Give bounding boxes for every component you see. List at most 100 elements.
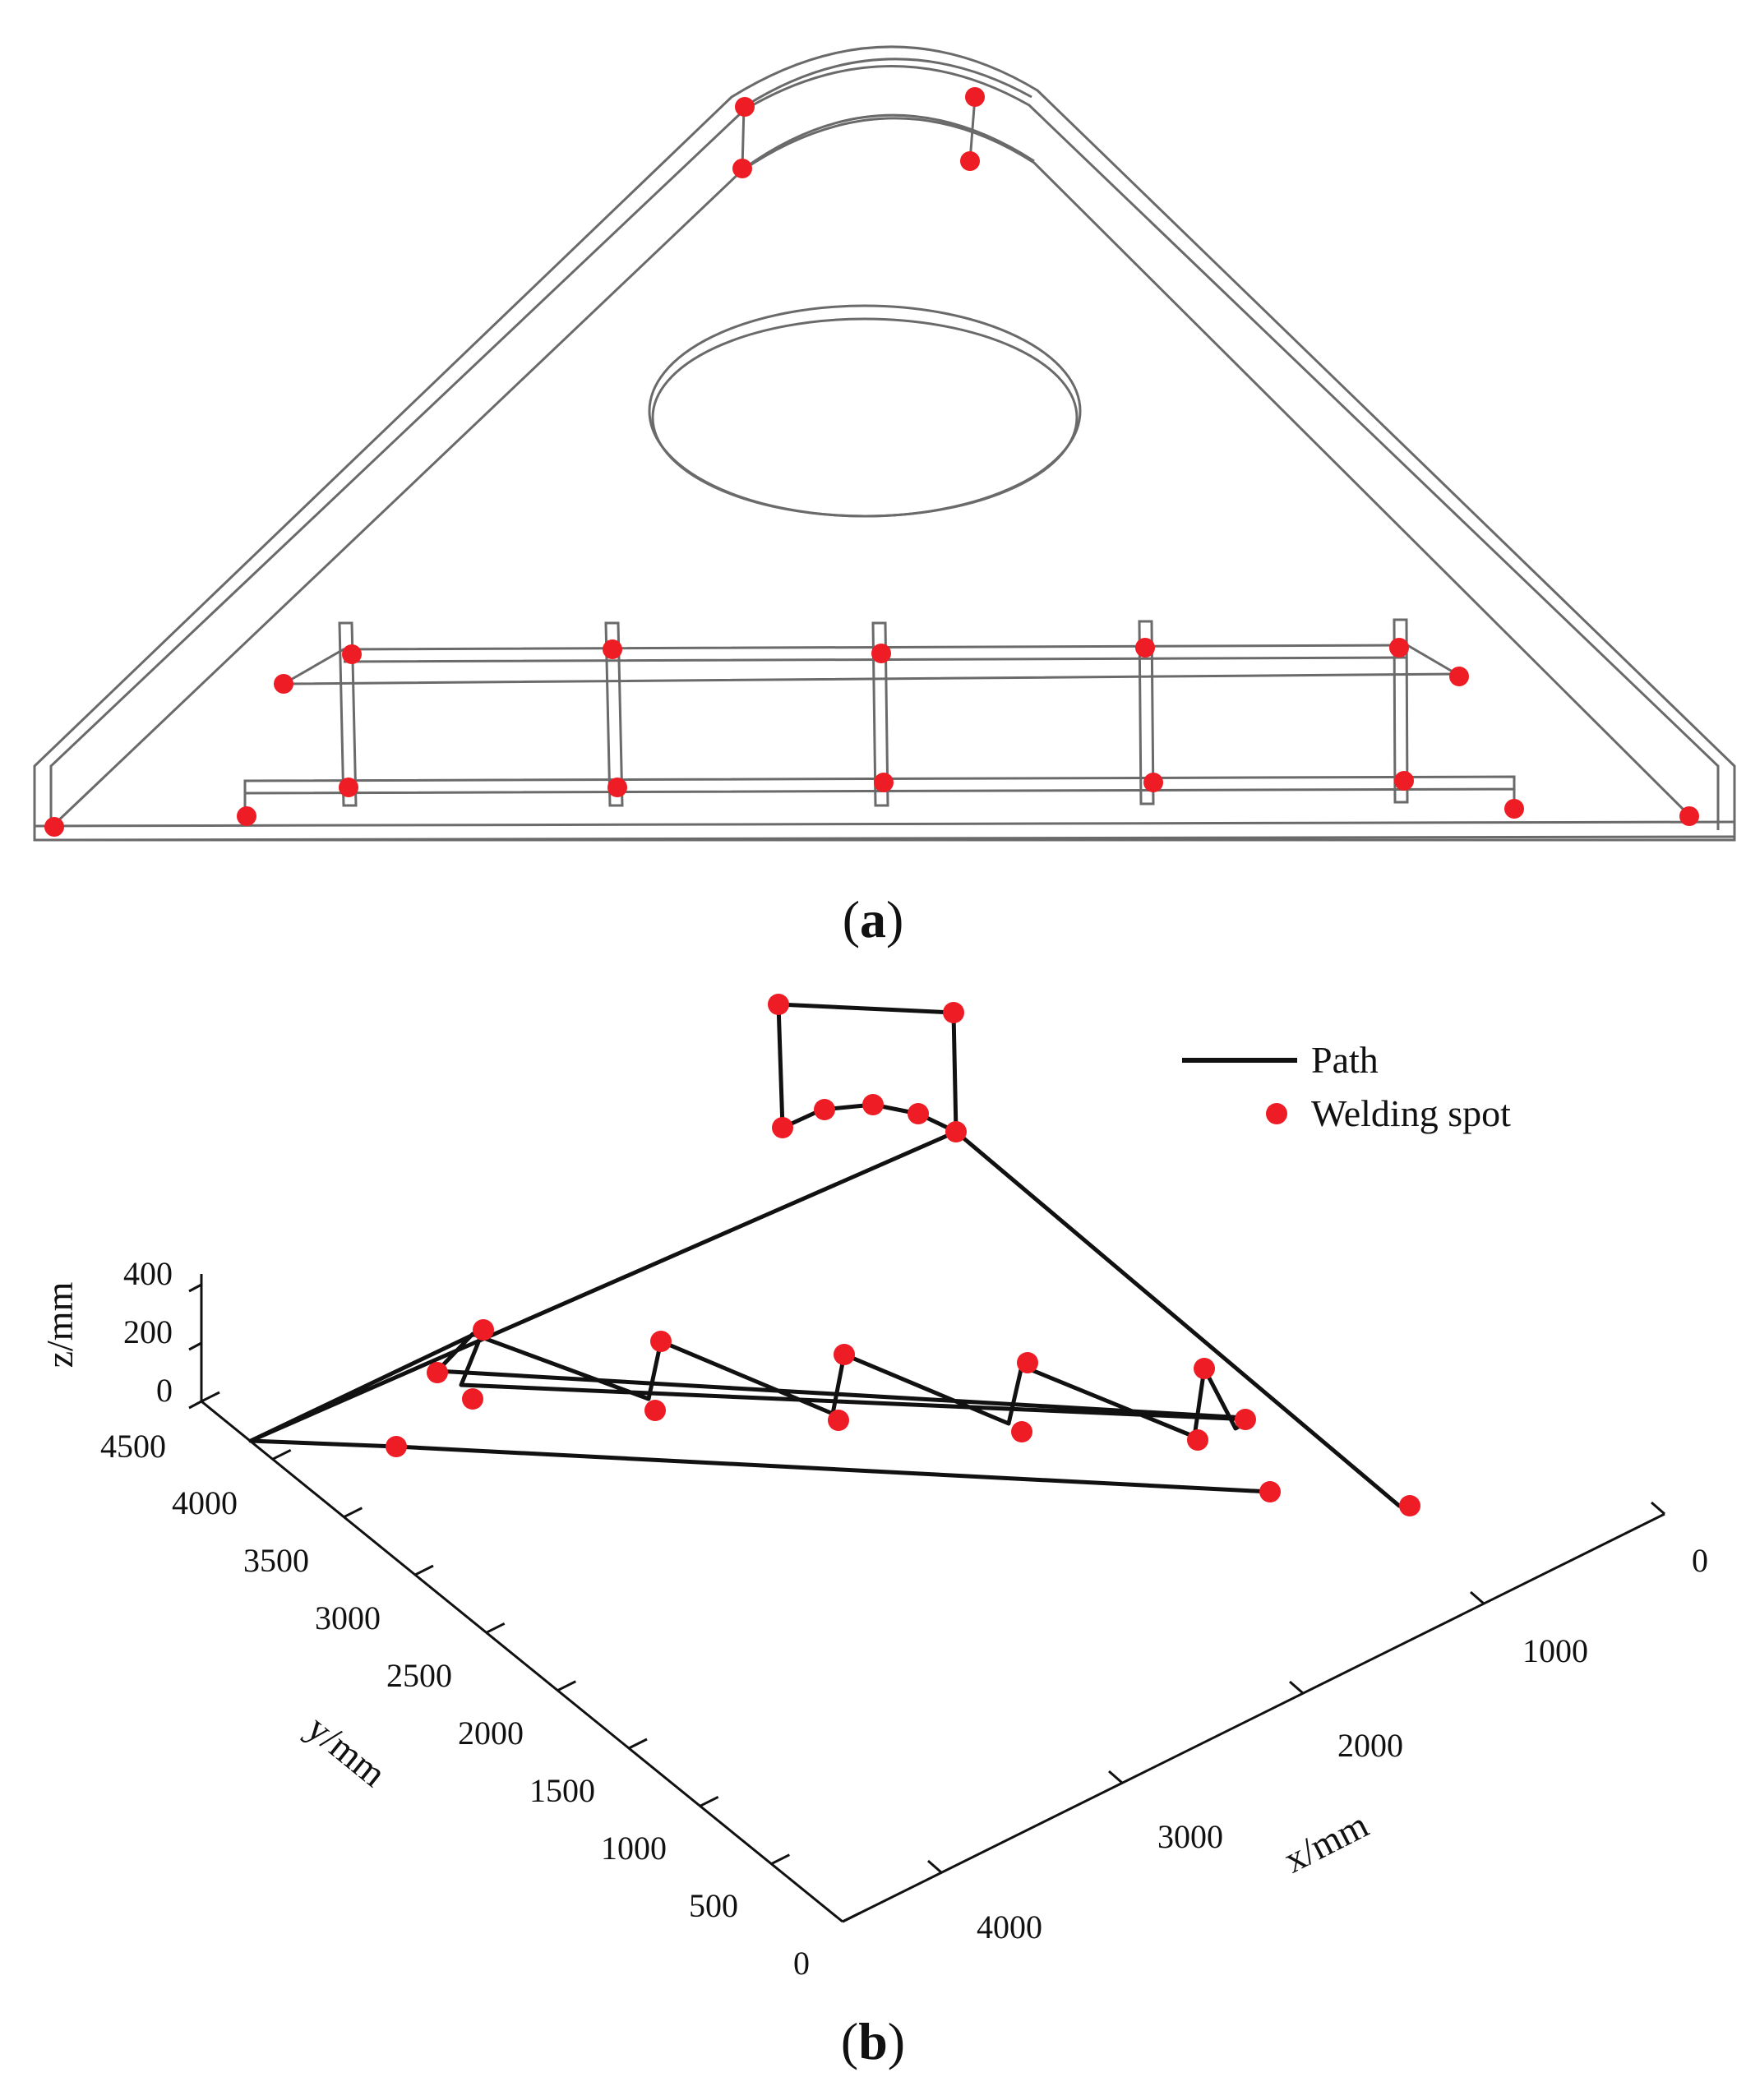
frame-outer-inner-edge [49, 65, 1720, 830]
z-axis-ticks [188, 1283, 202, 1410]
lightening-hole-inner [651, 317, 1079, 518]
z-tick-label: 400 [123, 1255, 173, 1292]
y-tick-label: 0 [793, 1945, 810, 1982]
z-tick [188, 1341, 202, 1351]
x-tick-label: 2000 [1337, 1727, 1403, 1764]
welding-spot [1399, 1495, 1420, 1516]
x-axis-label: x/mm [1277, 1803, 1375, 1881]
y-tick [699, 1795, 719, 1807]
y-tick [557, 1680, 577, 1692]
x-axis-line [842, 1512, 1665, 1923]
x-tick [1108, 1770, 1123, 1784]
y-tick [414, 1564, 434, 1576]
welding-spot [1235, 1409, 1256, 1430]
welding-spot [1011, 1421, 1032, 1442]
welding-spot [1017, 1352, 1038, 1373]
structure-spot [1504, 799, 1524, 819]
structure-spot [342, 644, 362, 664]
x-tick-label: 4000 [977, 1908, 1042, 1945]
welding-spot [943, 1002, 964, 1023]
welding-spot [650, 1331, 672, 1352]
structure-spot [237, 806, 256, 826]
y-tick [271, 1448, 292, 1461]
structure-spot [1394, 771, 1414, 791]
structure-spot [732, 159, 752, 178]
path-line [248, 1129, 1402, 1508]
y-tick-label: 1500 [529, 1772, 595, 1809]
arch-stiffener-left [741, 106, 746, 169]
panel-b-axes [200, 1274, 1665, 1923]
y-axis-label: y/mm [299, 1706, 395, 1794]
x-tick-label: 1000 [1522, 1632, 1588, 1669]
welding-spot [462, 1388, 483, 1410]
y-tick [343, 1507, 363, 1519]
z-tick [188, 1283, 202, 1293]
x-tick [1651, 1501, 1665, 1516]
upper-stiffener [283, 644, 1462, 685]
y-tick-label: 2000 [458, 1715, 524, 1752]
structure-spot [274, 674, 293, 694]
y-tick-label: 500 [689, 1887, 738, 1924]
y-axis-ticks [201, 1391, 861, 1923]
structure-spot [1679, 806, 1699, 826]
vertical-stiffener-2 [604, 621, 624, 807]
y-tick-label: 3500 [243, 1542, 309, 1579]
y-tick-label: 2500 [386, 1657, 452, 1694]
x-axis-ticks [927, 1501, 1665, 1874]
welding-spot [386, 1436, 407, 1457]
base-line-top [34, 820, 1735, 828]
legend-spot-label: Welding spot [1311, 1092, 1511, 1134]
welding-spot [908, 1103, 929, 1124]
panel-a-structure-drawing [33, 45, 1736, 842]
x-tick-labels: 0 1000 2000 3000 4000 [977, 1542, 1708, 1945]
y-tick [201, 1391, 220, 1403]
vertical-stiffener-1 [338, 621, 358, 807]
y-tick [842, 1911, 861, 1923]
base-line-bottom [34, 835, 1735, 842]
frame-outer-edge [33, 45, 1736, 842]
panel-b-welding-spots [386, 994, 1420, 1516]
vertical-stiffener-3 [871, 621, 889, 807]
arch-stiffener-inner [743, 113, 1035, 170]
welding-spot [1259, 1481, 1281, 1502]
structure-spot [1135, 638, 1155, 658]
y-tick-label: 4000 [172, 1484, 238, 1521]
y-axis-line [201, 1400, 843, 1923]
y-tick [770, 1853, 791, 1866]
panel-a-label: (a) [843, 890, 904, 948]
x-tick-label: 0 [1692, 1542, 1708, 1579]
structure-spot [1449, 667, 1469, 686]
welding-spot [772, 1117, 793, 1138]
structure-spot [339, 778, 358, 797]
arch-stiffener-right [968, 96, 977, 162]
welding-path [248, 1002, 1402, 1508]
panel-b-label: (b) [841, 2012, 905, 2070]
welding-spot [862, 1094, 884, 1115]
y-tick-labels: 0 500 1000 1500 2000 2500 3000 3500 4000… [100, 1428, 810, 1982]
structure-spot [960, 151, 980, 171]
y-tick-label: 3000 [315, 1599, 381, 1636]
vertical-stiffener-4 [1138, 620, 1155, 805]
y-tick [485, 1622, 506, 1634]
structure-spot [44, 817, 64, 837]
welding-spot [473, 1319, 494, 1341]
structure-spot [1389, 638, 1409, 658]
z-tick [188, 1400, 202, 1410]
arch-stiffener-outer [743, 58, 1032, 108]
welding-spot [644, 1400, 666, 1421]
structure-spot [871, 644, 891, 663]
structure-spot [874, 773, 894, 792]
welding-spot [945, 1121, 967, 1142]
frame-inner-edge [51, 117, 1693, 828]
y-tick-label: 4500 [100, 1428, 166, 1465]
lightening-hole-outer [648, 304, 1082, 518]
panel-a-welding-spots [44, 87, 1699, 837]
x-tick [1470, 1590, 1485, 1605]
welding-spot [814, 1099, 835, 1120]
vertical-stiffener-5 [1393, 618, 1409, 804]
z-tick-labels: 0 200 400 [123, 1255, 173, 1409]
y-tick [628, 1738, 648, 1750]
legend-spot-swatch [1266, 1103, 1287, 1124]
x-tick-label: 3000 [1157, 1818, 1223, 1855]
